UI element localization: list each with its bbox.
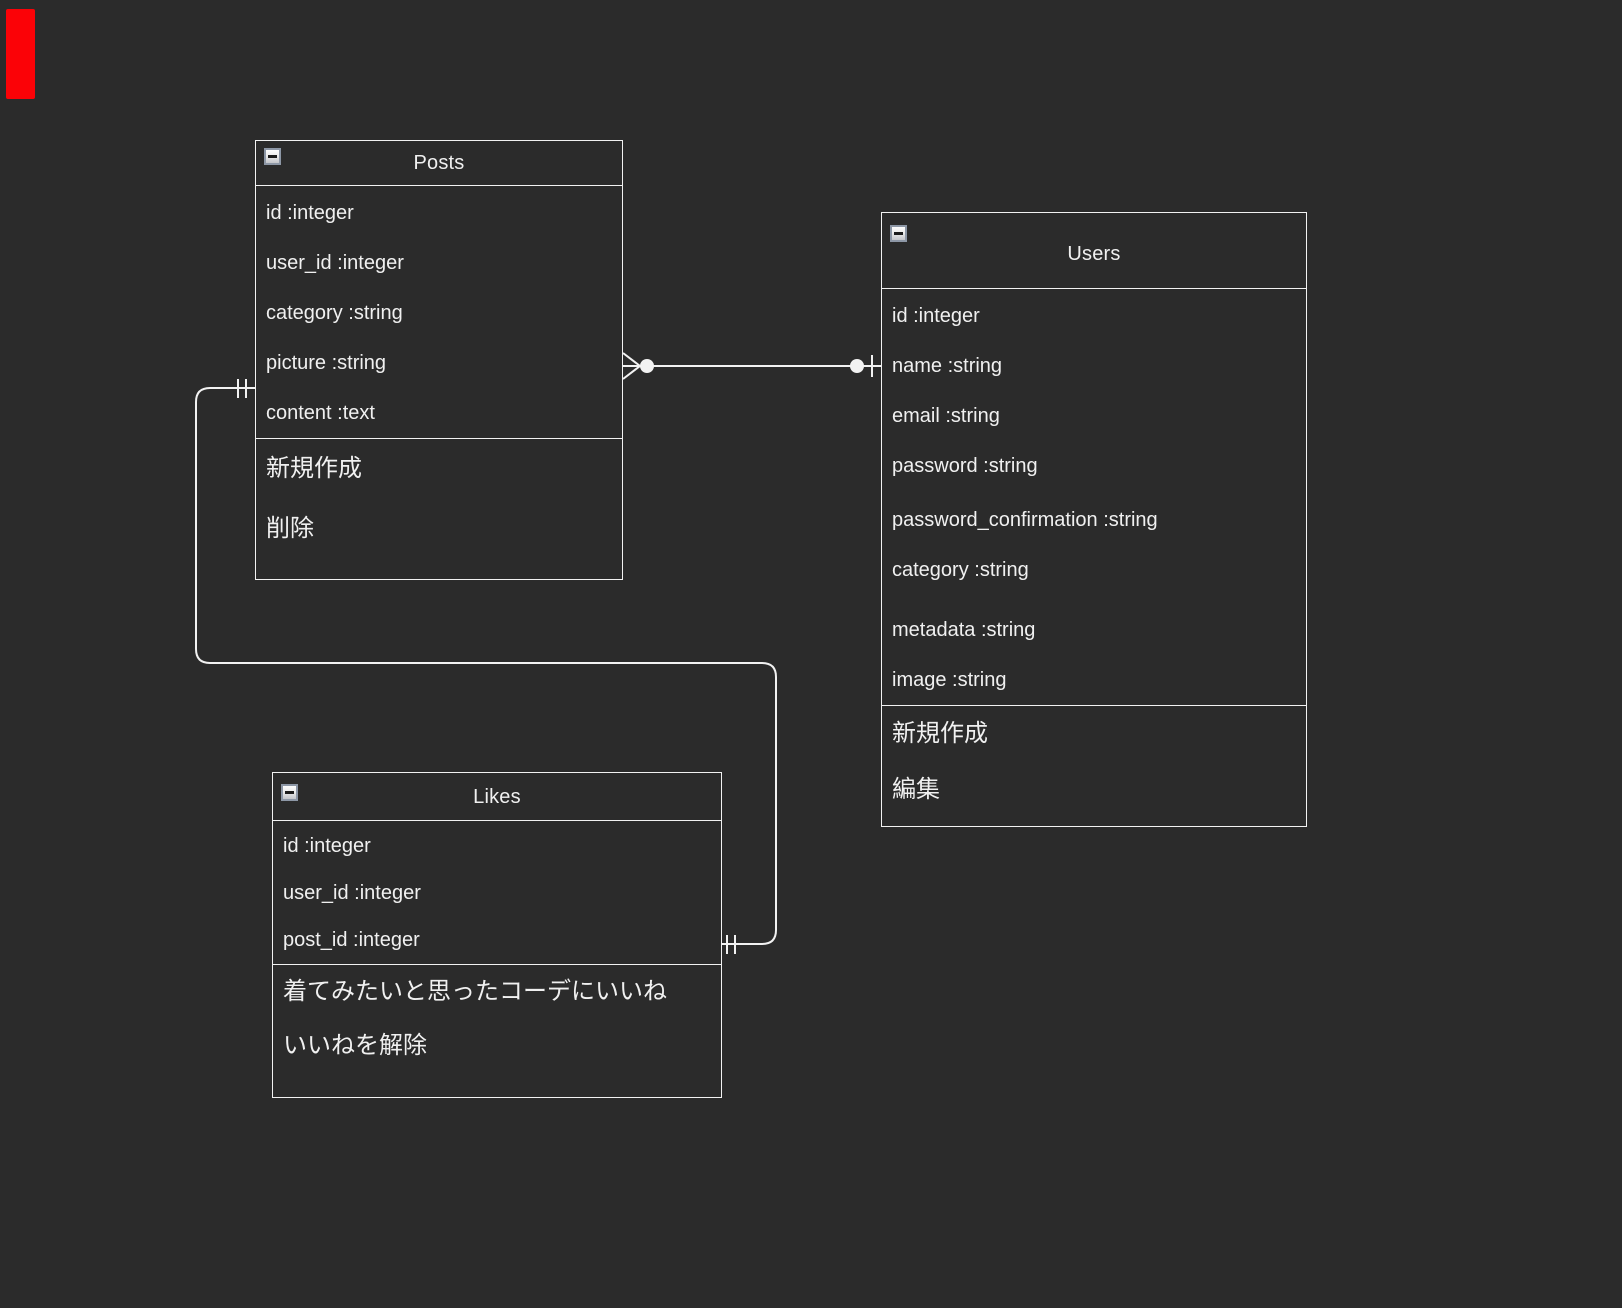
note-row: いいねを解除 [273, 1019, 721, 1073]
note-label: 着てみたいと思ったコーデにいいね [283, 978, 667, 1005]
field-label: id :integer [283, 835, 371, 857]
note-row: 新規作成 [882, 706, 1306, 762]
entity-users-fields: id :integer name :string email :string pass… [882, 289, 1306, 705]
collapse-minus-icon[interactable] [890, 225, 907, 242]
field-row: email :string [882, 391, 1306, 441]
entity-posts[interactable]: Posts id :integer user_id :integer categor… [255, 140, 623, 580]
entity-likes-header: Likes [273, 773, 721, 821]
field-label: user_id :integer [283, 882, 421, 904]
field-label: picture :string [266, 352, 387, 374]
note-label: 新規作成 [266, 455, 362, 482]
relationship-posts-likes [195, 379, 777, 954]
note-label: いいねを解除 [283, 1032, 427, 1059]
field-row: password :string [882, 441, 1306, 491]
field-row: category :string [882, 545, 1306, 595]
entity-likes-title: Likes [473, 786, 521, 808]
field-row: id :integer [273, 823, 721, 870]
relationship-posts-users [622, 352, 881, 380]
field-row: picture :string [256, 338, 622, 388]
field-row: content :text [256, 388, 622, 438]
entity-posts-title: Posts [413, 152, 465, 174]
collapse-minus-icon[interactable] [281, 784, 298, 801]
field-row: category :string [256, 288, 622, 338]
field-label: category :string [892, 559, 1029, 581]
entity-likes-notes: 着てみたいと思ったコーデにいいねいいねを解除 [273, 964, 721, 1073]
field-row: name :string [882, 341, 1306, 391]
entity-posts-notes: 新規作成削除 [256, 438, 622, 559]
collapse-minus-icon[interactable] [264, 148, 281, 165]
field-row: user_id :integer [273, 870, 721, 917]
note-row: 編集 [882, 762, 1306, 818]
note-label: 編集 [892, 776, 940, 803]
entity-users-notes: 新規作成編集 [882, 705, 1306, 818]
field-label: image :string [892, 669, 1007, 691]
field-row: image :string [882, 655, 1306, 705]
dot-endpoint-icon [640, 359, 654, 373]
crow-foot-many-icon [622, 352, 641, 380]
one-and-only-one-ticks-icon [726, 935, 736, 954]
note-row: 新規作成 [256, 439, 622, 499]
entity-users-header: Users [882, 213, 1306, 289]
note-row: 削除 [256, 499, 622, 559]
dot-endpoint-icon [850, 359, 864, 373]
field-label: content :text [266, 402, 375, 424]
field-row: id :integer [882, 291, 1306, 341]
one-and-only-one-ticks-icon [237, 379, 247, 398]
field-row: post_id :integer [273, 917, 721, 964]
field-label: category :string [266, 302, 403, 324]
field-label: id :integer [266, 202, 354, 224]
field-label: metadata :string [892, 619, 1036, 641]
field-row: password_confirmation :string [882, 495, 1306, 545]
field-row: metadata :string [882, 605, 1306, 655]
note-label: 削除 [266, 515, 314, 542]
field-row: user_id :integer [256, 238, 622, 288]
field-label: user_id :integer [266, 252, 404, 274]
entity-likes[interactable]: Likes id :integer user_id :integer post_id… [272, 772, 722, 1098]
field-label: password_confirmation :string [892, 509, 1158, 531]
entity-posts-header: Posts [256, 141, 622, 186]
field-label: post_id :integer [283, 929, 420, 951]
field-label: email :string [892, 405, 1000, 427]
note-row: 着てみたいと思ったコーデにいいね [273, 965, 721, 1019]
note-label: 新規作成 [892, 720, 988, 747]
red-marker [6, 9, 35, 99]
entity-posts-fields: id :integer user_id :integer category :str… [256, 186, 622, 438]
entity-likes-fields: id :integer user_id :integer post_id :inte… [273, 821, 721, 964]
field-label: name :string [892, 355, 1003, 377]
field-label: id :integer [892, 305, 980, 327]
entity-users-title: Users [1067, 243, 1121, 265]
field-label: password :string [892, 455, 1038, 477]
entity-users[interactable]: Users id :integer name :string email :stri… [881, 212, 1307, 827]
field-row: id :integer [256, 188, 622, 238]
